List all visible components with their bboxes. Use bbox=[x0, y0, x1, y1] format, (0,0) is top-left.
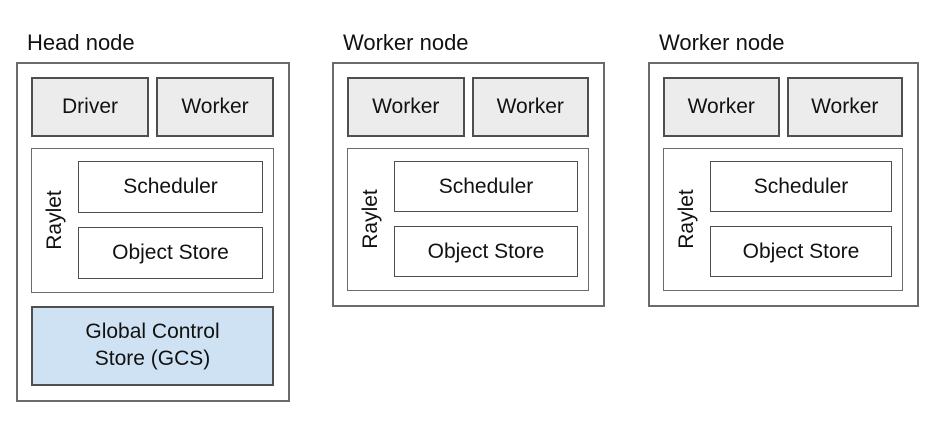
raylet-label-column: Raylet bbox=[348, 161, 394, 277]
gcs-box: Global Control Store (GCS) bbox=[31, 306, 274, 386]
worker-node-group-1: Worker node Worker Worker Raylet Schedul… bbox=[332, 30, 605, 307]
scheduler-box: Scheduler bbox=[710, 161, 892, 212]
object-store-label: Object Store bbox=[427, 239, 545, 263]
worker-node-title: Worker node bbox=[659, 30, 785, 55]
worker-box: Worker bbox=[156, 77, 274, 137]
worker-box: Worker bbox=[347, 77, 465, 137]
worker-box: Worker bbox=[786, 77, 903, 137]
head-node-box: Driver Worker Raylet Scheduler Object St… bbox=[16, 62, 290, 402]
worker-label: Worker bbox=[496, 95, 564, 118]
gcs-label: Global Control Store (GCS) bbox=[85, 320, 220, 370]
worker-node-box: Worker Worker Raylet Scheduler Object St… bbox=[648, 62, 919, 307]
raylet-label: Raylet bbox=[675, 189, 698, 249]
head-node-title: Head node bbox=[27, 30, 135, 55]
raylet-components: Scheduler Object Store bbox=[78, 161, 263, 279]
worker-label: Worker bbox=[181, 95, 249, 118]
process-row: Driver Worker bbox=[31, 77, 274, 137]
object-store-box: Object Store bbox=[78, 227, 263, 279]
worker-box: Worker bbox=[471, 77, 589, 137]
scheduler-label: Scheduler bbox=[438, 174, 534, 198]
raylet-container: Raylet Scheduler Object Store bbox=[31, 148, 274, 293]
process-row: Worker Worker bbox=[663, 77, 903, 137]
raylet-label: Raylet bbox=[43, 190, 66, 250]
worker-label: Worker bbox=[811, 95, 879, 118]
scheduler-label: Scheduler bbox=[753, 174, 849, 198]
raylet-label-column: Raylet bbox=[32, 161, 78, 279]
driver-box: Driver bbox=[31, 77, 149, 137]
raylet-label-column: Raylet bbox=[664, 161, 710, 277]
scheduler-box: Scheduler bbox=[394, 161, 578, 212]
worker-label: Worker bbox=[687, 95, 755, 118]
raylet-components: Scheduler Object Store bbox=[710, 161, 892, 277]
object-store-box: Object Store bbox=[394, 226, 578, 277]
raylet-label: Raylet bbox=[359, 189, 382, 249]
driver-label: Driver bbox=[62, 95, 118, 118]
raylet-components: Scheduler Object Store bbox=[394, 161, 578, 277]
worker-node-title: Worker node bbox=[343, 30, 469, 55]
process-row: Worker Worker bbox=[347, 77, 589, 137]
object-store-label: Object Store bbox=[112, 241, 229, 264]
raylet-container: Raylet Scheduler Object Store bbox=[663, 148, 903, 291]
object-store-box: Object Store bbox=[710, 226, 892, 277]
object-store-label: Object Store bbox=[742, 239, 860, 263]
raylet-container: Raylet Scheduler Object Store bbox=[347, 148, 589, 291]
worker-label: Worker bbox=[372, 95, 440, 118]
scheduler-box: Scheduler bbox=[78, 161, 263, 213]
worker-node-group-2: Worker node Worker Worker Raylet Schedul… bbox=[648, 30, 919, 307]
scheduler-label: Scheduler bbox=[123, 175, 218, 198]
head-node-group: Head node Driver Worker Raylet Scheduler bbox=[16, 30, 290, 402]
worker-node-box: Worker Worker Raylet Scheduler Object St… bbox=[332, 62, 605, 307]
worker-box: Worker bbox=[663, 77, 780, 137]
